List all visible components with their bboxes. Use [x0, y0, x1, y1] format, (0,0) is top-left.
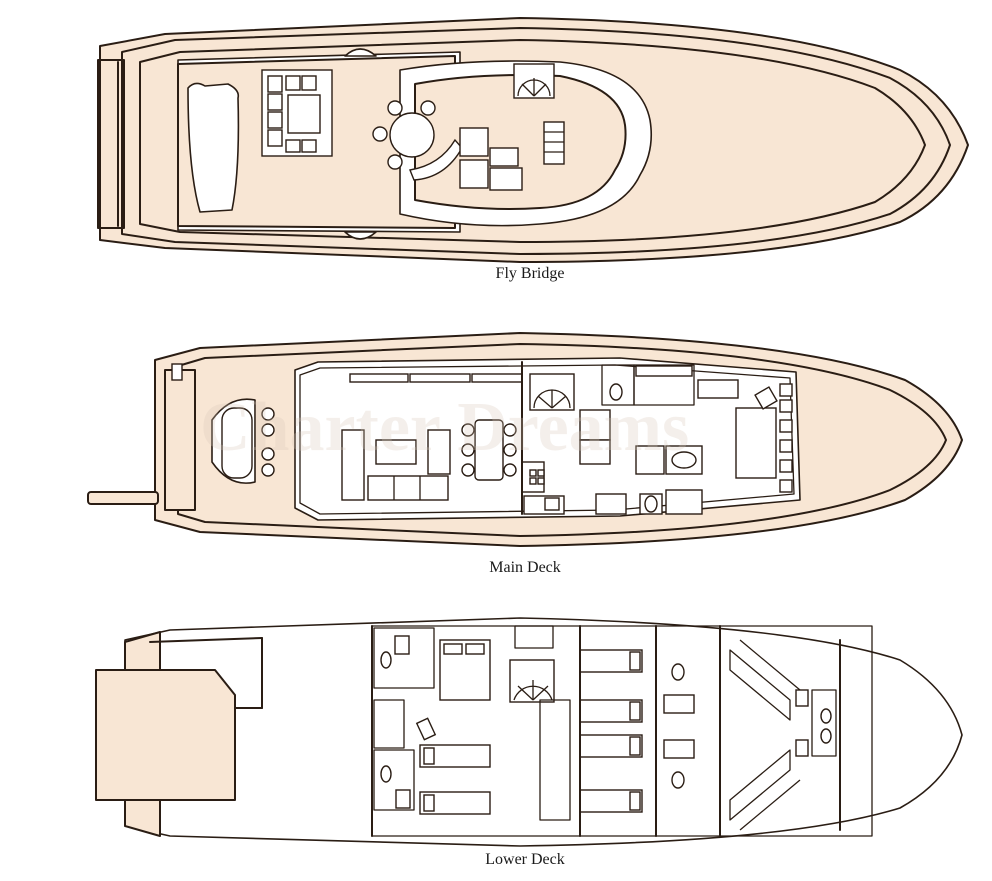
fly-bridge-plan: [97, 17, 969, 263]
main-deck-plan: [87, 332, 963, 547]
fly-bridge-label: Fly Bridge: [496, 265, 565, 282]
lower-deck-plan: [95, 617, 963, 847]
main-deck-label: Main Deck: [489, 559, 561, 576]
lower-deck-label: Lower Deck: [485, 851, 565, 868]
watermark-text: Charter Dreams: [200, 389, 689, 466]
